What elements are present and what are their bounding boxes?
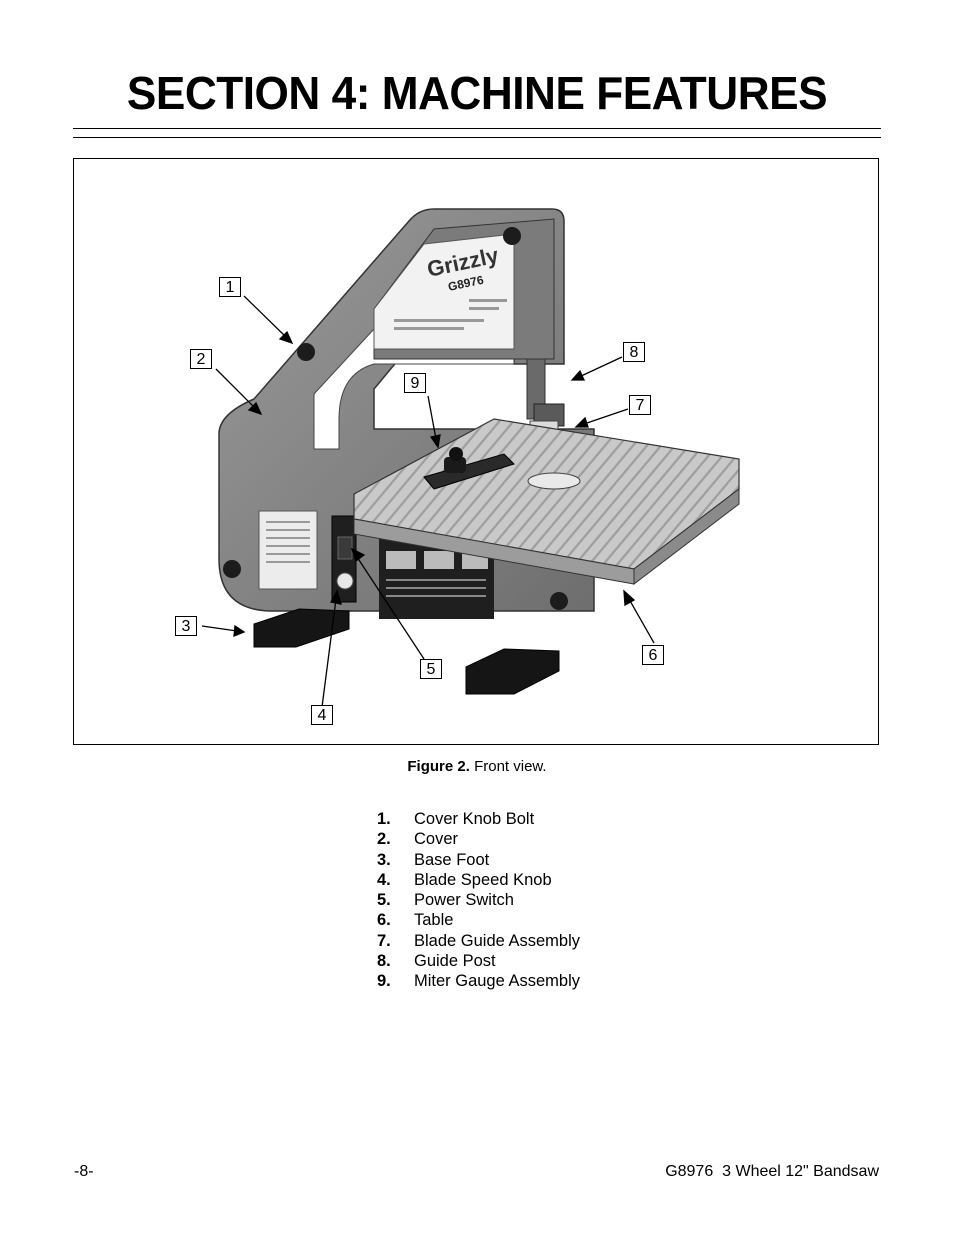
part-name: Power Switch	[414, 891, 514, 910]
part-number: 3.	[377, 850, 391, 869]
part-name: Guide Post	[414, 952, 496, 971]
document-title: G8976 3 Wheel 12" Bandsaw	[665, 1163, 879, 1180]
part-name: Cover Knob Bolt	[414, 810, 535, 828]
part-number: 2.	[377, 830, 391, 849]
callout-1: 1	[219, 277, 241, 297]
part-number: 6.	[377, 911, 391, 930]
title-rule-top	[73, 128, 881, 129]
callout-8: 8	[623, 342, 645, 362]
list-item: 4. Blade Speed Knob	[377, 870, 580, 890]
part-number: 5.	[377, 891, 391, 910]
part-number: 1.	[377, 810, 391, 828]
callout-2: 2	[190, 349, 212, 369]
list-item: 7. Blade Guide Assembly	[377, 931, 580, 951]
figure-frame: Grizzly G8976	[73, 158, 879, 745]
figure-caption: Figure 2. Front view.	[0, 758, 954, 775]
part-number: 9.	[377, 972, 391, 991]
part-number: 7.	[377, 931, 391, 950]
list-item: 8. Guide Post	[377, 951, 580, 971]
list-item: 2. Cover	[377, 829, 580, 849]
list-item: 6. Table	[377, 910, 580, 930]
part-name: Table	[414, 911, 454, 930]
callout-4: 4	[311, 705, 333, 725]
callout-3: 3	[175, 616, 197, 636]
parts-list: 1. Cover Knob Bolt 2. Cover 3. Base Foot 4.…	[377, 809, 580, 992]
callout-5: 5	[420, 659, 442, 679]
page-title: SECTION 4: MACHINE FEATURES	[126, 67, 828, 119]
bandsaw-illustration: Grizzly G8976	[201, 208, 740, 708]
list-item: 5. Power Switch	[377, 890, 580, 910]
title-rule-bottom	[73, 137, 881, 138]
figure-caption-label: Figure 2.	[407, 758, 470, 775]
part-name: Blade Speed Knob	[414, 870, 552, 889]
callout-7: 7	[629, 395, 651, 415]
part-number: 4.	[377, 870, 391, 889]
list-item: 9. Miter Gauge Assembly	[377, 971, 580, 991]
page-number: -8-	[74, 1163, 94, 1180]
part-number: 8.	[377, 952, 391, 971]
part-name: Miter Gauge Assembly	[414, 972, 580, 991]
list-item: 1. Cover Knob Bolt	[377, 809, 580, 829]
part-name: Blade Guide Assembly	[414, 931, 581, 950]
figure-caption-text: Front view.	[474, 758, 547, 775]
part-name: Base Foot	[414, 850, 490, 869]
list-item: 3. Base Foot	[377, 850, 580, 870]
callout-6: 6	[642, 645, 664, 665]
callout-9: 9	[404, 373, 426, 393]
part-name: Cover	[414, 830, 459, 849]
